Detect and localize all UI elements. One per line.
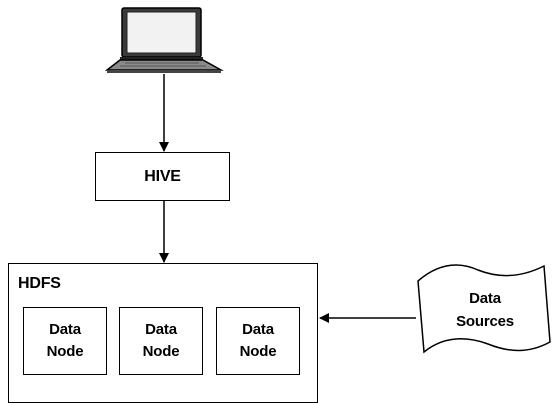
data-node-1: Data Node [23,307,107,375]
hive-box: HIVE [95,152,230,201]
hdfs-box: HDFS Data Node Data Node Data Node [8,263,318,403]
data-node-3: Data Node [216,307,300,375]
data-node-label: Data Node [239,321,277,360]
hive-label: HIVE [144,167,181,185]
laptop-icon [104,7,224,73]
data-node-label: Data Node [46,321,84,360]
data-sources-label: Data Sources [456,290,514,330]
data-node-2: Data Node [119,307,203,375]
data-sources-shape [417,264,551,354]
hdfs-label: HDFS [18,275,61,292]
data-node-label: Data Node [142,321,180,360]
